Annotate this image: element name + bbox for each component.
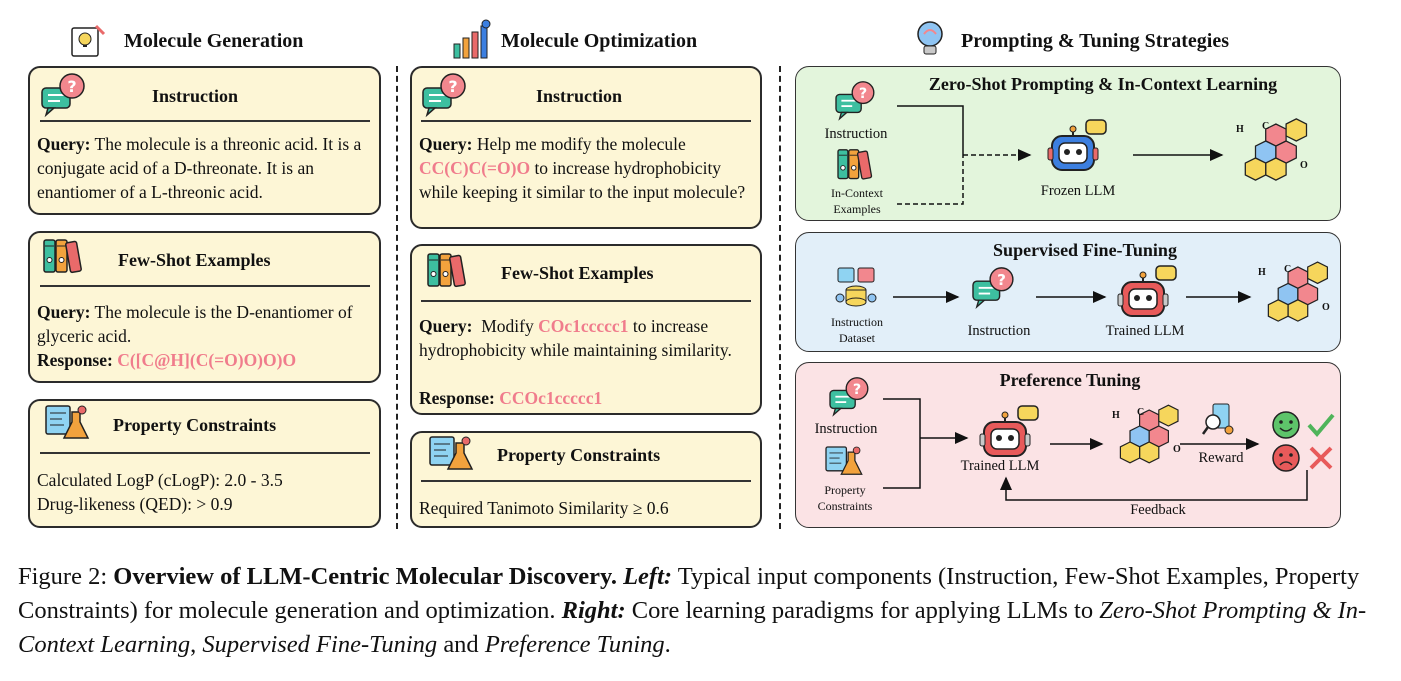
optimization-title: Molecule Optimization — [501, 30, 698, 52]
frozen-llm-label: Frozen LLM — [1040, 183, 1116, 199]
atom-c: C — [1284, 264, 1292, 275]
generation-fewshot-query: Query: The molecule is the D-enantiomer … — [37, 302, 353, 346]
books-icon — [43, 239, 83, 274]
instruction-bubble-icon — [972, 266, 1014, 308]
generation-constraint-qed: Drug-likeness (QED): > 0.9 — [37, 494, 233, 514]
generation-constraints-heading: Property Constraints — [113, 415, 277, 435]
atom-o: O — [1300, 160, 1308, 171]
preference-instruction-label: Instruction — [814, 421, 878, 437]
sad-face-icon — [1272, 444, 1300, 472]
lightbulb-icon — [917, 21, 943, 55]
feedback-label: Feedback — [1130, 502, 1186, 518]
cross-icon — [1309, 446, 1333, 470]
reward-label: Reward — [1198, 450, 1244, 466]
optimization-instruction-query: Query: Help me modify the molecule CC(C)… — [419, 134, 746, 202]
instruction-bubble-icon — [829, 376, 869, 416]
molecule-icon — [1119, 404, 1179, 464]
strategies-title: Prompting & Tuning Strategies — [961, 30, 1229, 52]
optimization-fewshot-response: Response: CCOc1ccccc1 — [419, 388, 603, 408]
divider — [40, 120, 370, 122]
atom-c: C — [1262, 121, 1270, 132]
optimization-title-icon — [453, 19, 491, 59]
generation-title: Molecule Generation — [124, 30, 304, 52]
molecule-icon — [1267, 261, 1329, 322]
lab-icon — [825, 446, 863, 475]
generation-instruction-query: Query: The molecule is a threonic acid. … — [37, 134, 362, 202]
generation-constraints-card — [28, 399, 381, 528]
atom-c: C — [1137, 407, 1145, 418]
dataset-icon — [835, 267, 877, 307]
lab-icon — [45, 405, 89, 439]
optimization-fewshot-query: Query: Modify COc1ccccc1 to increase hyd… — [419, 316, 732, 360]
happy-face-icon — [1272, 411, 1300, 439]
optimization-constraint-tanimoto: Required Tanimoto Similarity ≥ 0.6 — [419, 498, 669, 518]
atom-h: H — [1258, 267, 1266, 278]
column-divider — [396, 66, 398, 529]
generation-constraint-clogp: Calculated LogP (cLogP): 2.0 - 3.5 — [37, 470, 283, 490]
optimization-fewshot-heading: Few-Shot Examples — [501, 263, 654, 283]
divider — [40, 452, 370, 454]
sft-llm-label: Trained LLM — [1105, 323, 1185, 339]
atom-o: O — [1173, 444, 1181, 455]
optimization-instruction-card — [410, 66, 762, 229]
preference-llm-label: Trained LLM — [960, 458, 1040, 474]
zero-shot-title: Zero-Shot Prompting & In-Context Learnin… — [928, 74, 1278, 94]
check-icon — [1307, 413, 1335, 438]
sft-instruction-label: Instruction — [967, 323, 1031, 339]
molecule-icon — [1244, 118, 1308, 181]
divider — [421, 300, 751, 302]
atom-o: O — [1322, 302, 1330, 313]
lab-icon — [429, 436, 473, 470]
trained-robot-icon — [979, 405, 1039, 457]
generation-instruction-heading: Instruction — [152, 86, 239, 106]
books-icon — [427, 253, 467, 288]
optimization-instruction-heading: Instruction — [536, 86, 623, 106]
generation-fewshot-card — [28, 231, 381, 383]
reward-icon — [1201, 403, 1234, 435]
column-divider — [779, 66, 781, 529]
optimization-constraints-heading: Property Constraints — [497, 445, 661, 465]
atom-h: H — [1112, 410, 1120, 421]
divider — [40, 285, 370, 287]
trained-robot-icon — [1117, 265, 1177, 317]
generation-fewshot-response: Response: C([C@H](C(=O)O)O)O — [37, 350, 297, 370]
atom-h: H — [1236, 124, 1244, 135]
sft-title: Supervised Fine-Tuning — [993, 240, 1177, 260]
instruction-bubble-icon — [835, 80, 875, 120]
instruction-bubble-icon — [41, 73, 85, 116]
books-icon — [837, 149, 873, 180]
zero-shot-instruction-label: Instruction — [824, 126, 888, 142]
divider — [421, 480, 751, 482]
optimization-constraints-card — [410, 431, 762, 528]
instruction-bubble-icon — [422, 73, 466, 116]
divider — [421, 120, 751, 122]
preference-title: Preference Tuning — [999, 370, 1141, 390]
optimization-fewshot-card — [410, 244, 762, 415]
figure-caption: Figure 2: Overview of LLM-Centric Molecu… — [18, 563, 1367, 658]
generation-title-icon — [71, 24, 106, 57]
frozen-robot-icon — [1047, 119, 1107, 171]
generation-instruction-card — [28, 66, 381, 215]
generation-fewshot-heading: Few-Shot Examples — [118, 250, 271, 270]
